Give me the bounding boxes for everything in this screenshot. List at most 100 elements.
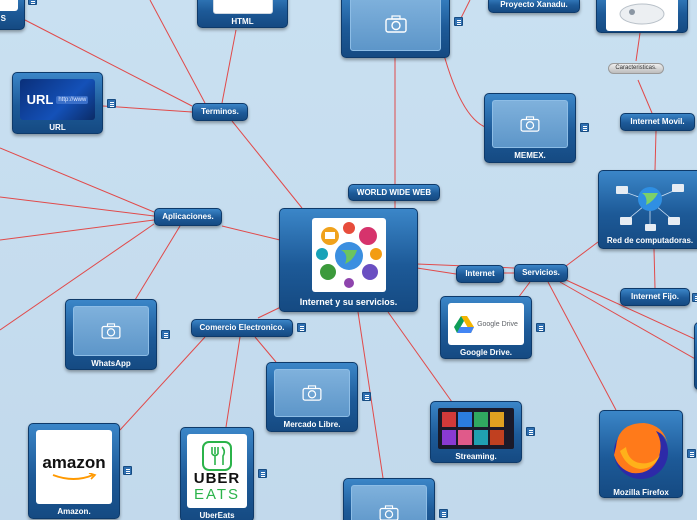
note-icon[interactable] [297,323,306,332]
card-memex-caption: MEMEX. [514,151,546,160]
edge-red-fijo [653,248,656,289]
card-red-computadoras[interactable]: Red de computadoras. [598,170,697,249]
card-url[interactable]: URL http://www URL [12,72,103,134]
stream-tile [474,429,488,445]
card-streaming[interactable]: Streaming. [430,401,522,463]
stream-tile [474,412,488,427]
card-streaming-caption: Streaming. [455,452,497,461]
topic-internet[interactable]: Internet [456,265,504,283]
caracteristicas-pill[interactable]: Caracteristicas. [608,63,664,74]
card-ubereats-caption: UberEats [199,511,235,520]
note-icon[interactable] [123,466,132,475]
google-drive-icon [454,315,475,333]
card-whatsapp[interactable]: WhatsApp [65,299,157,370]
edge-com-ubereats [225,336,241,428]
card-google-drive[interactable]: Google Drive Google Drive. [440,296,532,359]
card-partial-left-image [0,0,18,11]
card-html[interactable]: HTML [197,0,288,28]
camera-icon [302,385,322,401]
topic-world-wide-web[interactable]: WORLD WIDE WEB [348,184,440,201]
note-icon[interactable] [692,293,697,302]
card-mercado-libre[interactable]: Mercado Libre. [266,362,358,432]
card-memex[interactable]: MEMEX. [484,93,576,163]
card-mercado-image [274,369,350,417]
card-amazon[interactable]: amazon Amazon. [28,423,120,519]
card-bottom-placeholder[interactable] [343,478,435,520]
caracteristicas-label: Caracteristicas. [615,65,657,71]
note-icon[interactable] [536,323,545,332]
card-whatsapp-image [73,306,149,356]
central-label: Internet y su servicios. [299,297,398,307]
edge-movil-carac [637,79,653,114]
topic-internet-movil[interactable]: Internet Movil. [620,113,695,131]
note-icon[interactable] [439,509,448,518]
card-firefox-image [606,417,676,485]
topic-comercio-electronico[interactable]: Comercio Electronico. [191,319,293,337]
note-icon[interactable] [258,469,267,478]
stream-tile [442,412,456,427]
internet-movil-label: Internet Movil. [630,117,685,126]
note-icon[interactable] [362,392,371,401]
note-icon[interactable] [161,330,170,339]
card-url-caption: URL [49,123,66,132]
card-amazon-image: amazon [36,430,112,504]
camera-icon [384,15,407,33]
card-top-right[interactable] [596,0,688,33]
stream-tile [442,429,456,445]
card-top-center-image [350,0,441,51]
edge-apl-left2 [0,196,155,217]
card-top-center[interactable] [341,0,450,58]
comercio-label: Comercio Electronico. [199,323,285,332]
note-icon[interactable] [107,99,116,108]
proyecto-xanadu-label: Proyecto Xanadu. [500,0,568,9]
card-ubereats-image: UBER EATS [187,434,247,508]
note-icon[interactable] [580,123,589,132]
internet-fijo-label: Internet Fijo. [631,292,679,301]
stream-tile [458,429,472,445]
terminos-label: Terminos. [201,107,239,116]
central-image [311,218,386,292]
fork-icon [202,440,232,471]
edge-apl-left3 [0,219,155,241]
card-mozilla-firefox[interactable]: Mozilla Firefox [599,410,683,498]
card-google-drive-caption: Google Drive. [459,348,512,357]
edge-com-mercado [254,336,277,363]
card-google-drive-image: Google Drive [448,303,524,345]
card-bottom-image [351,485,427,520]
camera-icon [379,505,399,520]
uber-logo-word: UBER [193,469,241,487]
card-url-image: URL http://www [20,79,95,120]
card-red-caption: Red de computadoras. [606,236,694,245]
card-partial-left-caption: S [0,14,6,23]
topic-proyecto-xanadu[interactable]: Proyecto Xanadu. [488,0,580,13]
note-icon[interactable] [454,17,463,26]
world-wide-web-label: WORLD WIDE WEB [356,188,432,197]
url-logo-http: http://www [56,95,89,104]
topic-aplicaciones[interactable]: Aplicaciones. [154,208,222,226]
card-ubereats[interactable]: UBER EATS UberEats [180,427,254,520]
edge-apl-left1 [0,147,155,213]
note-icon[interactable] [28,0,37,5]
card-streaming-image [438,408,514,449]
note-icon[interactable] [687,449,696,458]
camera-icon [101,323,121,339]
note-icon[interactable] [526,427,535,436]
internet-label: Internet [465,269,495,278]
card-mercado-caption: Mercado Libre. [283,420,341,429]
card-red-image [612,177,688,233]
google-drive-logo-word: Google Drive [477,320,518,328]
topic-internet-fijo[interactable]: Internet Fijo. [620,288,690,306]
topic-terminos[interactable]: Terminos. [192,103,248,121]
card-partial-left[interactable]: S [0,0,25,30]
servicios-label: Servicios. [522,268,560,277]
central-node[interactable]: Internet y su servicios. [279,208,418,312]
stream-tile [490,412,504,427]
camera-icon [520,116,540,132]
eats-logo-word: EATS [193,485,241,503]
firefox-icon [614,423,668,479]
topic-servicios[interactable]: Servicios. [514,264,568,282]
edge-serv-firefox [547,281,617,411]
card-html-image [212,0,273,14]
network-globe-icon [616,184,684,231]
card-top-right-image [606,0,678,31]
